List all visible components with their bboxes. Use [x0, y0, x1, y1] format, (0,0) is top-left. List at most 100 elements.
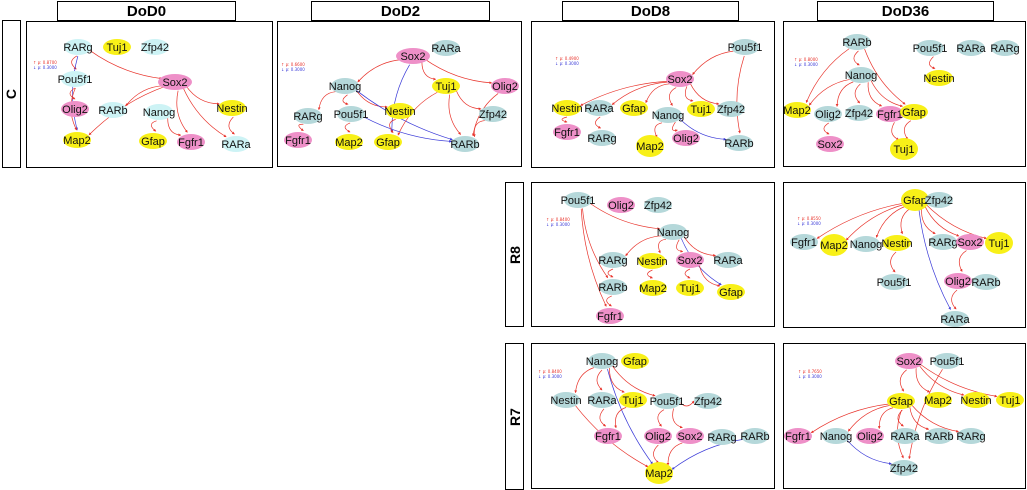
svg-text:Sox2: Sox2 — [896, 356, 921, 368]
edge-rarb-to-fgfr1 — [606, 295, 612, 307]
edge-sox2-to-olig2 — [424, 58, 493, 85]
edge-nanog-to-gfap — [150, 120, 157, 132]
node-map2: Map2 — [784, 102, 811, 118]
node-gfap: Gfap — [621, 353, 649, 369]
edge-gfap-to-olig2 — [877, 407, 894, 429]
edge-nanog-to-fgfr1 — [167, 118, 182, 137]
svg-text:Tuj1: Tuj1 — [989, 238, 1010, 250]
legend-down-p: ↓ p: 0.3000 — [281, 67, 305, 72]
node-map2: Map2 — [924, 392, 952, 408]
node-rara: RARa — [890, 428, 921, 444]
edge-pou5f1-to-olig2 — [69, 87, 76, 100]
edge-sox2-to-gfap — [699, 265, 721, 287]
svg-text:RARg: RARg — [598, 255, 627, 267]
svg-text:Olig2: Olig2 — [815, 109, 841, 121]
node-nestin: Nestin — [960, 392, 992, 408]
node-fgfr1: Fgfr1 — [784, 428, 812, 444]
svg-text:Map2: Map2 — [820, 240, 848, 252]
legend-down-p: ↓ p: 0.3000 — [555, 61, 579, 66]
svg-text:Pou5f1: Pou5f1 — [58, 74, 93, 86]
node-rara: RARa — [956, 40, 987, 56]
edge-nanog-to-rarb — [355, 89, 453, 141]
row-label-r7: R7 — [506, 407, 523, 426]
svg-text:Nanog: Nanog — [652, 110, 684, 122]
node-tuj1: Tuj1 — [890, 138, 918, 160]
edge-rarb-to-map2 — [671, 438, 744, 470]
node-fgfr1: Fgfr1 — [876, 106, 904, 122]
node-sox2: Sox2 — [158, 74, 192, 90]
edge-nanog-to-olig2 — [672, 121, 678, 133]
edge-nanog-to-map2 — [654, 122, 663, 138]
svg-text:Olig2: Olig2 — [945, 276, 971, 288]
row-label-r8: R8 — [506, 245, 523, 264]
edge-sox2-to-nestin — [919, 365, 965, 396]
node-gfap: Gfap — [887, 393, 915, 409]
svg-text:Nanog: Nanog — [845, 70, 877, 82]
edge-sox2-to-map2 — [666, 442, 683, 466]
edge-gfap-to-tuj1 — [903, 120, 912, 140]
node-pou5f1: Pou5f1 — [877, 274, 911, 290]
node-zfp42: Zfp42 — [479, 106, 507, 122]
svg-text:Nanog: Nanog — [820, 431, 852, 443]
node-rarb: RARb — [724, 135, 754, 151]
node-zfp42: Zfp42 — [845, 105, 873, 121]
node-rarb: RARb — [842, 34, 872, 50]
edge-gfap-to-nestin — [900, 208, 911, 235]
edge-nanog-to-nestin — [574, 367, 594, 394]
edge-pou5f1-to-nanog — [589, 202, 661, 230]
edge-sox2-to-tuj1 — [684, 86, 694, 102]
edge-nanog-to-nestin — [658, 238, 666, 254]
svg-text:Sox2: Sox2 — [400, 51, 425, 63]
node-map2: Map2 — [820, 234, 848, 256]
edge-gfap-to-fgfr1 — [810, 403, 890, 434]
edge-nanog-to-rarb — [678, 118, 727, 141]
node-nanog: Nanog — [657, 224, 689, 240]
svg-text:RARg: RARg — [928, 237, 957, 249]
edge-gfap-to-rarg — [921, 207, 936, 234]
node-pou5f1: Pou5f1 — [650, 393, 684, 409]
edge-sox2-to-zfp42 — [690, 83, 720, 106]
node-rara: RARa — [587, 392, 618, 408]
node-rarg: RARg — [928, 234, 958, 250]
node-olig2: Olig2 — [944, 273, 972, 289]
node-gfap: Gfap — [620, 100, 648, 116]
edge-nanog-to-nestin — [355, 89, 388, 109]
svg-text:Zfp42: Zfp42 — [845, 108, 873, 120]
node-rara: RARa — [584, 100, 615, 116]
edge-nanog-to-olig2 — [835, 81, 854, 107]
edge-sox2-to-nestin — [580, 80, 669, 106]
edge-nanog-to-zfp42 — [854, 83, 861, 104]
legend-down-p: ↓ p: 0.3000 — [798, 374, 822, 379]
svg-text:RARg: RARg — [293, 111, 322, 123]
p-value-legend: ↑ p: 0.8550↓ p: 0.3000 — [797, 216, 821, 226]
node-sox2: Sox2 — [396, 48, 430, 64]
svg-text:Sox2: Sox2 — [162, 77, 187, 89]
svg-text:Tuj1: Tuj1 — [894, 144, 915, 156]
edge-tuj1-to-gfap — [397, 91, 438, 136]
node-map2: Map2 — [335, 134, 363, 150]
svg-text:Olig2: Olig2 — [857, 431, 883, 443]
svg-text:RARa: RARa — [431, 43, 461, 55]
svg-text:Nanog: Nanog — [657, 227, 689, 239]
node-rarg: RARg — [293, 108, 323, 124]
svg-text:Gfap: Gfap — [889, 396, 913, 408]
edge-nanog-to-pou5f1 — [611, 365, 656, 397]
node-pou5f1: Pou5f1 — [334, 106, 368, 122]
edge-olig2-to-rara — [951, 289, 958, 310]
node-rarb: RARb — [598, 279, 628, 295]
svg-text:RARg: RARg — [63, 42, 92, 54]
edge-sox2-to-olig2 — [958, 250, 967, 272]
node-nanog: Nanog — [850, 236, 882, 252]
svg-text:Nestin: Nestin — [551, 103, 582, 115]
edge-sox2-to-nanog — [357, 59, 403, 83]
node-map2: Map2 — [645, 462, 673, 484]
legend-down-p: ↓ p: 0.3000 — [33, 65, 57, 70]
svg-text:RARg: RARg — [707, 432, 736, 444]
edge-nestin-to-pou5f1 — [890, 251, 897, 273]
